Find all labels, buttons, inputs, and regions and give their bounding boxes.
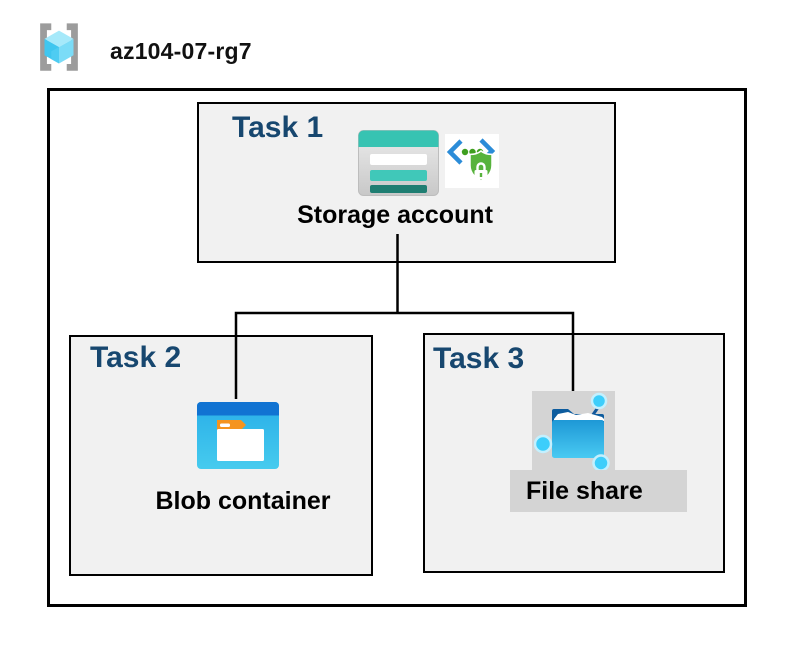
task2-label: Task 2 [90,341,182,374]
blob-container-icon [197,402,279,469]
storage-account-icon [358,130,439,196]
blob-container-label: Blob container [155,487,331,515]
file-share-label-band: File share [510,470,687,512]
task1-box: Task 1 Storage [197,102,616,263]
task3-box: Task 3 File share [423,333,725,573]
resource-group-name: az104-07-rg7 [110,38,252,64]
file-share-label: File share [526,477,643,505]
resource-group-icon [40,23,78,71]
storage-account-label: Storage account [297,201,493,229]
code-shield-lock-icon [445,134,499,188]
file-share-icon [534,392,610,472]
task2-box: Task 2 Blob container [69,335,373,576]
task1-label: Task 1 [232,111,324,144]
task3-label: Task 3 [433,342,525,375]
